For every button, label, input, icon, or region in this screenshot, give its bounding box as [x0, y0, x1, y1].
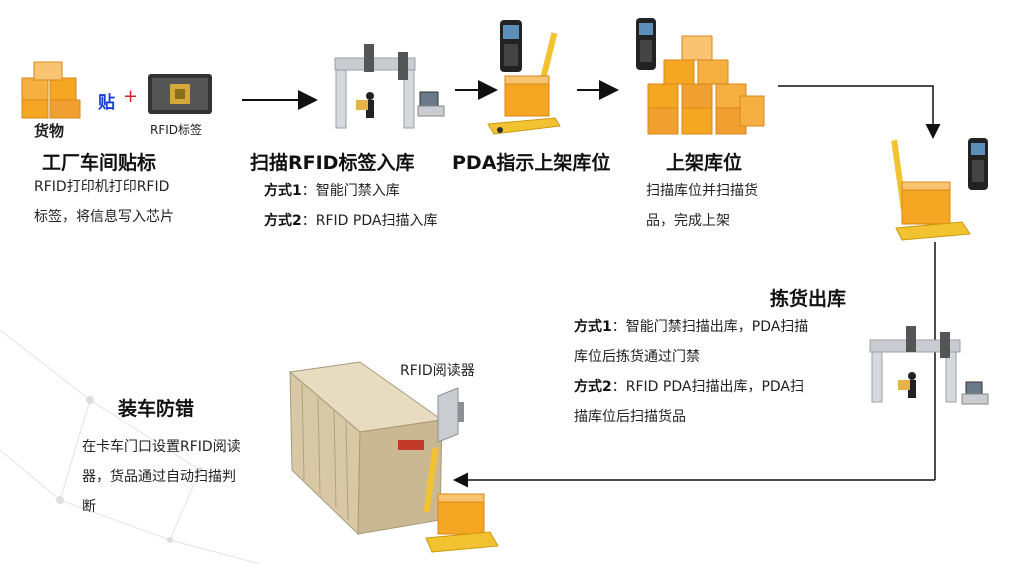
loading-desc: 在卡车门口设置RFID阅读 器，货品通过自动扫描判 断: [82, 432, 241, 522]
picking-method-2-line: 方式2：RFID PDA扫描出库，PDA扫: [574, 372, 808, 402]
method-text: ：智能门禁入库: [301, 183, 400, 199]
pallet-cart-icon: [487, 32, 561, 135]
method-label: 方式2: [574, 379, 612, 395]
arrow-shelf-to-cart: [778, 85, 941, 139]
shelving-desc: 扫描库位并扫描货 品，完成上架: [646, 176, 758, 236]
inbound-methods: 方式1：智能门禁入库 方式2：RFID PDA扫描入库: [264, 176, 437, 236]
pallet-cart-icon: [891, 139, 971, 241]
method-text: ：智能门禁扫描出库，PDA扫描: [611, 319, 809, 335]
loading-title: 装车防错: [118, 398, 195, 420]
rfid-tag-label: RFID标签: [150, 123, 203, 137]
inbound-title: 扫描RFID标签入库: [250, 152, 415, 174]
pda-icon: [500, 20, 522, 72]
gate-icon: [869, 326, 989, 405]
shelving-desc-line: 扫描库位并扫描货: [646, 183, 758, 199]
method-label: 方式2: [264, 213, 302, 229]
method-label: 方式1: [264, 183, 302, 199]
picking-method-1-line: 方式1：智能门禁扫描出库，PDA扫描: [574, 312, 808, 342]
box-stack-icon: [21, 61, 81, 119]
inbound-method-2: 方式2：RFID PDA扫描入库: [264, 206, 437, 236]
goods-label: 货物: [34, 122, 65, 140]
method-text: ：RFID PDA扫描出库，PDA扫: [611, 379, 804, 395]
shelving-desc-line: 品，完成上架: [646, 213, 730, 229]
factory-desc: RFID打印机打印RFID 标签，将信息写入芯片: [34, 172, 174, 232]
gate-icon: [334, 44, 445, 129]
factory-desc-line: RFID打印机打印RFID: [34, 179, 170, 195]
pda-guide-title: PDA指示上架库位: [452, 152, 611, 174]
loading-desc-line: 断: [82, 499, 96, 515]
factory-desc-line: 标签，将信息写入芯片: [34, 209, 174, 225]
pda-icon: [636, 18, 656, 70]
picking-method-1-line: 库位后拣货通过门禁: [574, 349, 700, 365]
method-text: ：RFID PDA扫描入库: [301, 213, 438, 229]
shelving-title: 上架库位: [666, 152, 743, 174]
loading-desc-line: 在卡车门口设置RFID阅读: [82, 439, 241, 455]
picking-title: 拣货出库: [770, 288, 847, 310]
loading-desc-line: 器，货品通过自动扫描判: [82, 469, 236, 485]
pda-icon: [968, 138, 988, 190]
attach-label: 贴: [98, 93, 115, 113]
reader-antenna-icon: [437, 387, 464, 443]
pallet-cart-icon: [423, 447, 499, 553]
picking-method-2-line: 描库位后扫描货品: [574, 409, 686, 425]
reader-label: RFID阅读器: [400, 363, 475, 379]
factory-title: 工厂车间贴标: [42, 152, 157, 174]
inbound-method-1: 方式1：智能门禁入库: [264, 176, 437, 206]
method-label: 方式1: [574, 319, 612, 335]
box-pyramid-icon: [647, 35, 765, 135]
rfid-tag-icon: [148, 74, 212, 114]
plus-sign: +: [123, 86, 139, 107]
container-icon: [288, 361, 444, 536]
picking-methods: 方式1：智能门禁扫描出库，PDA扫描 库位后拣货通过门禁 方式2：RFID PD…: [574, 312, 808, 432]
